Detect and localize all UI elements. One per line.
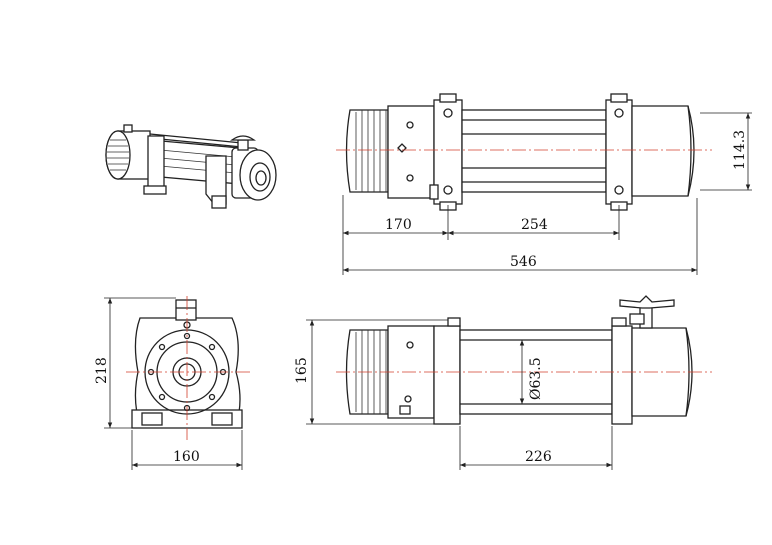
- top-view: [336, 93, 712, 211]
- dim-end-width: 160: [173, 449, 200, 465]
- isometric-view: [105, 124, 277, 209]
- clutch-handle: [619, 295, 675, 329]
- iso-motor: [105, 124, 151, 180]
- side-view-dimensions: 165 Ø63.5 226: [294, 319, 613, 470]
- end-view: [126, 296, 250, 440]
- side-view: [336, 295, 712, 425]
- top-drum: [461, 109, 607, 193]
- dim-mount-bolt-spacing: 114.3: [732, 130, 748, 170]
- iso-gearbox: [229, 135, 277, 201]
- dim-drum-span: 254: [521, 217, 548, 233]
- top-view-dimensions: 170 254 546 114.3: [342, 112, 752, 275]
- iso-drum: [143, 133, 243, 209]
- dim-motor-length: 170: [385, 217, 412, 233]
- dim-drum-diameter: Ø63.5: [528, 357, 544, 400]
- dim-end-height: 218: [94, 357, 110, 384]
- top-motor: [345, 105, 435, 199]
- end-view-dimensions: 218 160: [94, 297, 243, 470]
- dim-overall-length: 546: [510, 254, 537, 270]
- dim-side-height: 165: [294, 357, 310, 384]
- top-right-plate: [605, 99, 633, 205]
- dim-side-drum-span: 226: [525, 449, 552, 465]
- top-gearbox: [631, 105, 695, 197]
